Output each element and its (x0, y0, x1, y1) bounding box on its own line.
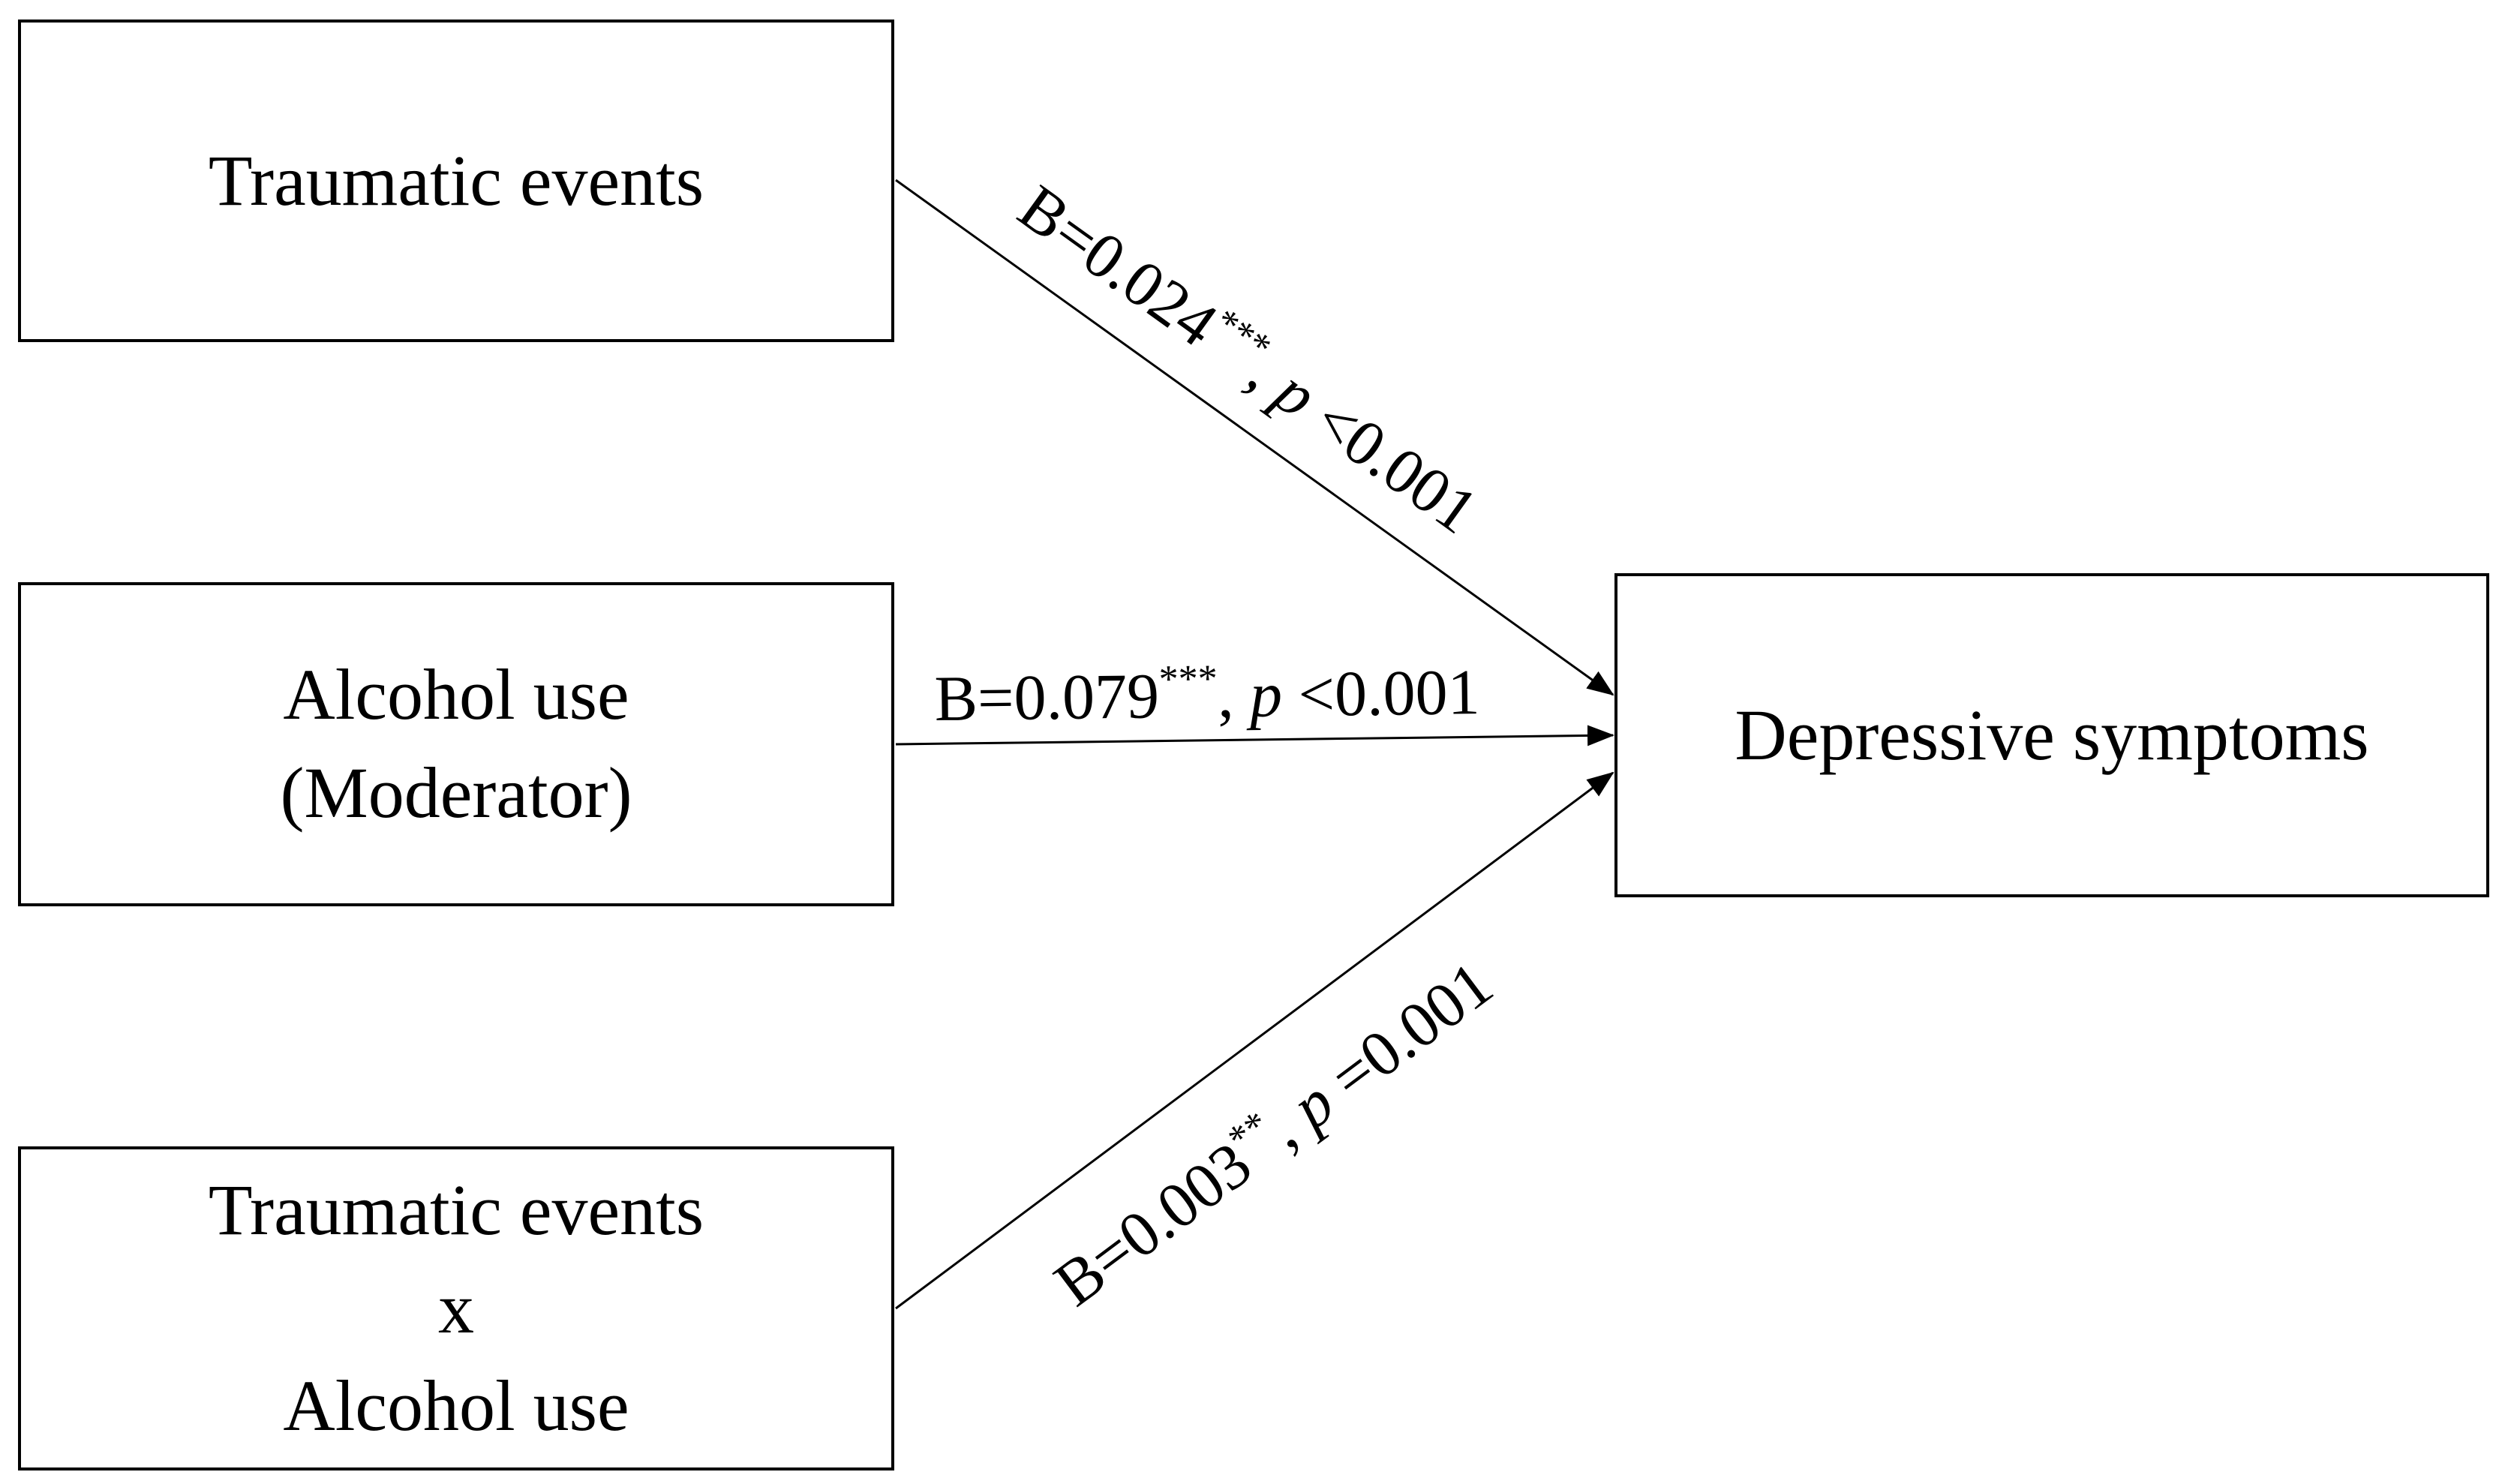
node-alcohol-use-label: Alcohol use (283, 654, 629, 735)
coef-stars-alcohol: *** (1158, 657, 1218, 701)
coef-p-alcohol: <0.001 (1281, 656, 1480, 730)
coef-p-traumatic: <0.001 (1288, 374, 1491, 548)
coef-label-interaction: B=0.003**, p =0.001 (1041, 946, 1506, 1320)
arrow-traumatic-to-depressive (895, 179, 1614, 696)
node-interaction-term: Traumatic events x Alcohol use (18, 1146, 894, 1470)
coef-p-interaction: =0.001 (1304, 947, 1506, 1123)
node-depressive-symptoms: Depressive symptoms (1614, 573, 2489, 897)
coef-sep-alcohol: , (1217, 659, 1250, 731)
coef-label-alcohol: B=0.079***, p <0.001 (934, 654, 1480, 734)
node-alcohol-use-role: (Moderator) (280, 753, 632, 833)
node-depressive-symptoms-label: Depressive symptoms (1735, 694, 2369, 775)
coef-p-symbol-alcohol: p (1245, 658, 1282, 731)
node-interaction-line-3: Alcohol use (283, 1365, 629, 1446)
coef-b-alcohol: B=0.079 (934, 659, 1160, 734)
node-traumatic-events-label: Traumatic events (208, 140, 704, 221)
node-alcohol-use: Alcohol use (Moderator) (18, 582, 894, 906)
node-traumatic-events: Traumatic events (18, 20, 894, 342)
node-interaction-operator: x (438, 1267, 474, 1348)
coef-b-traumatic: B=0.024 (1006, 170, 1230, 360)
coef-b-interaction: B=0.003 (1041, 1128, 1264, 1320)
arrow-alcohol-to-depressive (895, 725, 1614, 747)
arrow-interaction-to-depressive (895, 771, 1614, 1310)
coef-label-traumatic: B=0.024***, p <0.001 (1006, 170, 1491, 548)
node-interaction-line-1: Traumatic events (208, 1170, 704, 1251)
